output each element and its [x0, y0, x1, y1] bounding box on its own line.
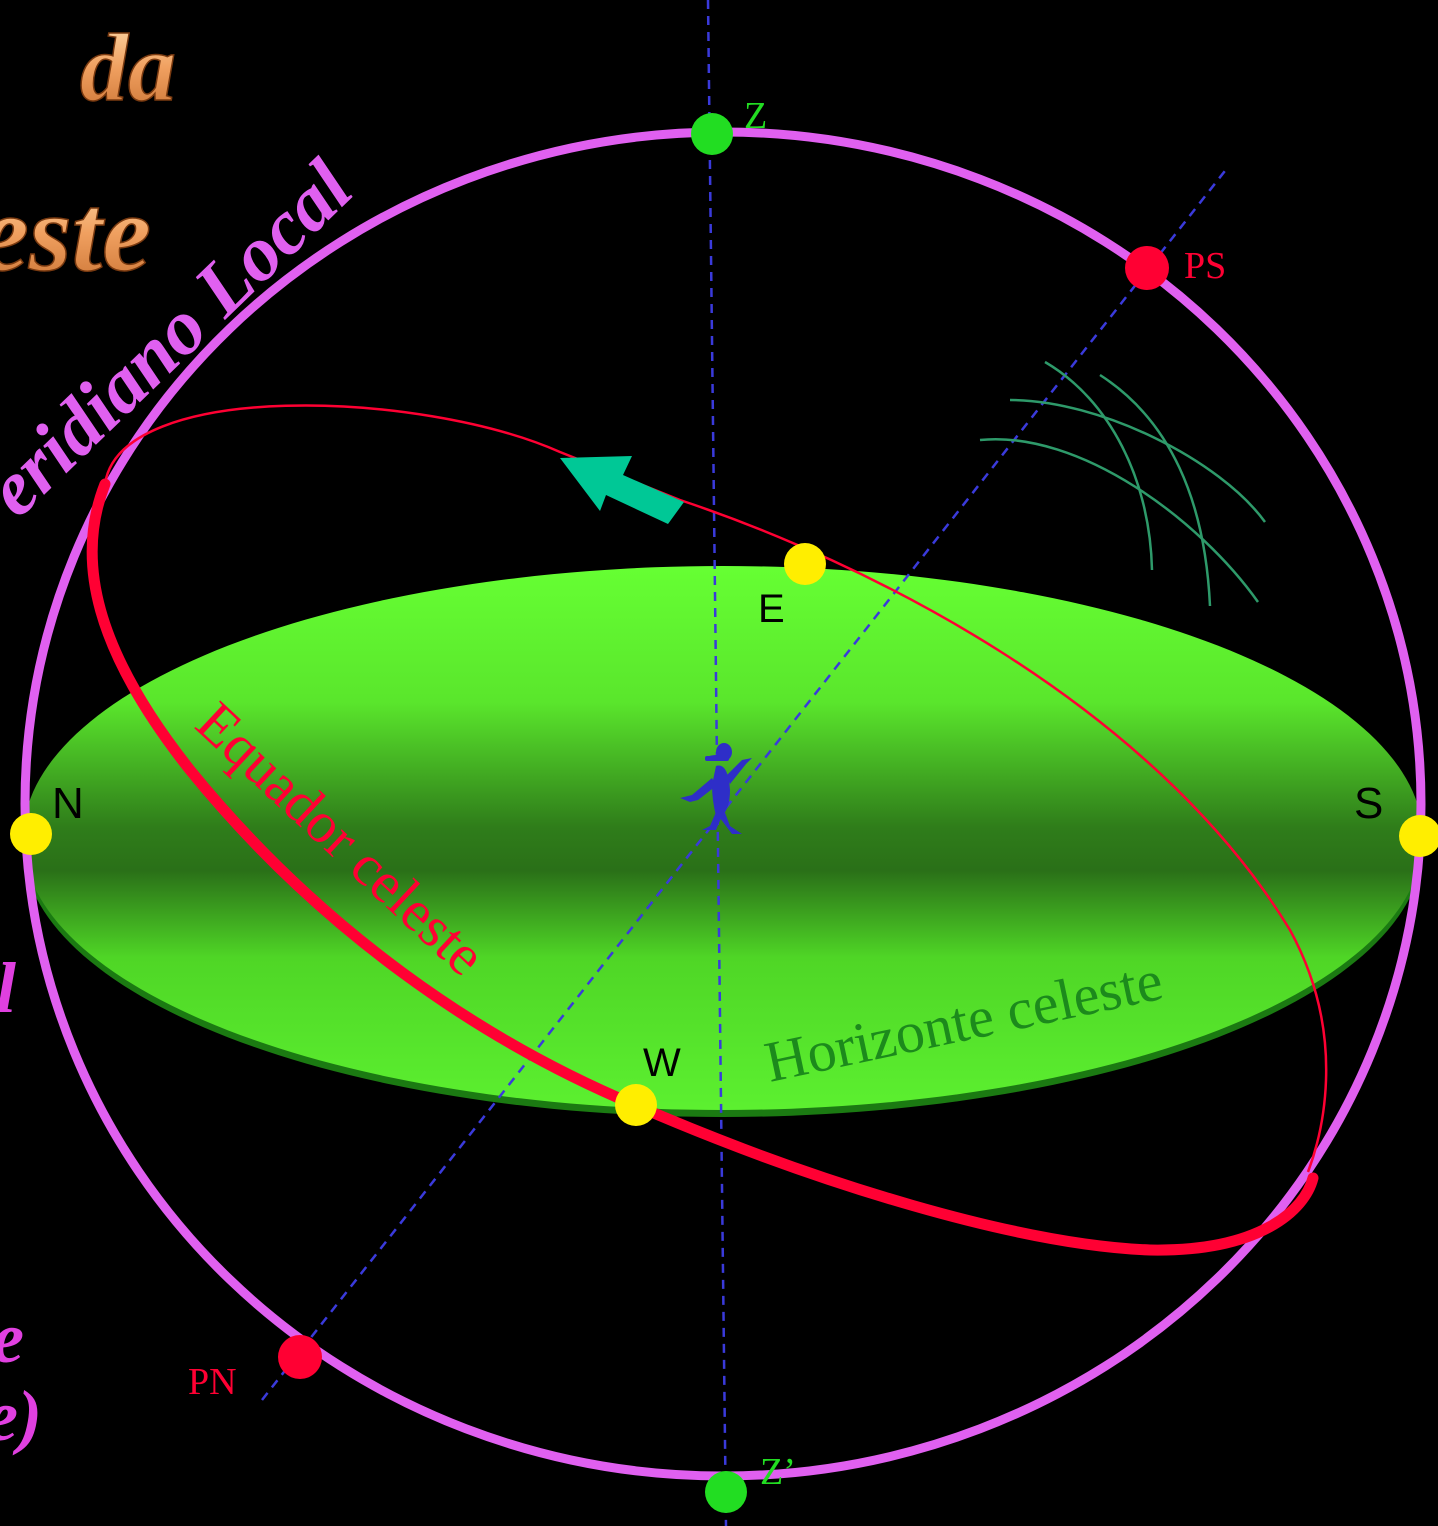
south-label: S — [1354, 779, 1383, 828]
west-label: W — [643, 1041, 681, 1085]
north-label: N — [52, 779, 84, 828]
north-point — [10, 813, 52, 855]
south-celestial-pole — [1125, 246, 1169, 290]
rotation-arrow-icon — [560, 456, 684, 524]
observer-icon — [680, 743, 752, 834]
north-pole-label: PN — [188, 1361, 237, 1403]
nadir-point — [705, 1471, 747, 1513]
sky-grid-sketch — [979, 360, 1267, 607]
horizon-plane — [23, 566, 1423, 1110]
east-label: E — [758, 587, 785, 631]
zenith-label: Z — [744, 95, 767, 137]
nadir-label: Z’ — [760, 1451, 796, 1493]
title-fragment-2: este — [0, 172, 151, 294]
side-fragment-3: e) — [0, 1376, 42, 1456]
south-point — [1399, 815, 1438, 857]
east-point — [784, 543, 826, 585]
north-celestial-pole — [278, 1335, 322, 1379]
zenith-point — [691, 113, 733, 155]
side-fragment-1: l — [0, 948, 16, 1028]
celestial-equator-back — [103, 404, 1328, 1173]
west-point — [615, 1084, 657, 1126]
south-pole-label: PS — [1184, 245, 1226, 287]
polar-axis — [261, 166, 1229, 1401]
zenith-nadir-axis — [706, 0, 728, 1526]
side-fragment-2: e — [0, 1298, 24, 1378]
title-fragment-1: da — [80, 14, 176, 121]
celestial-equator-front — [86, 478, 1319, 1256]
